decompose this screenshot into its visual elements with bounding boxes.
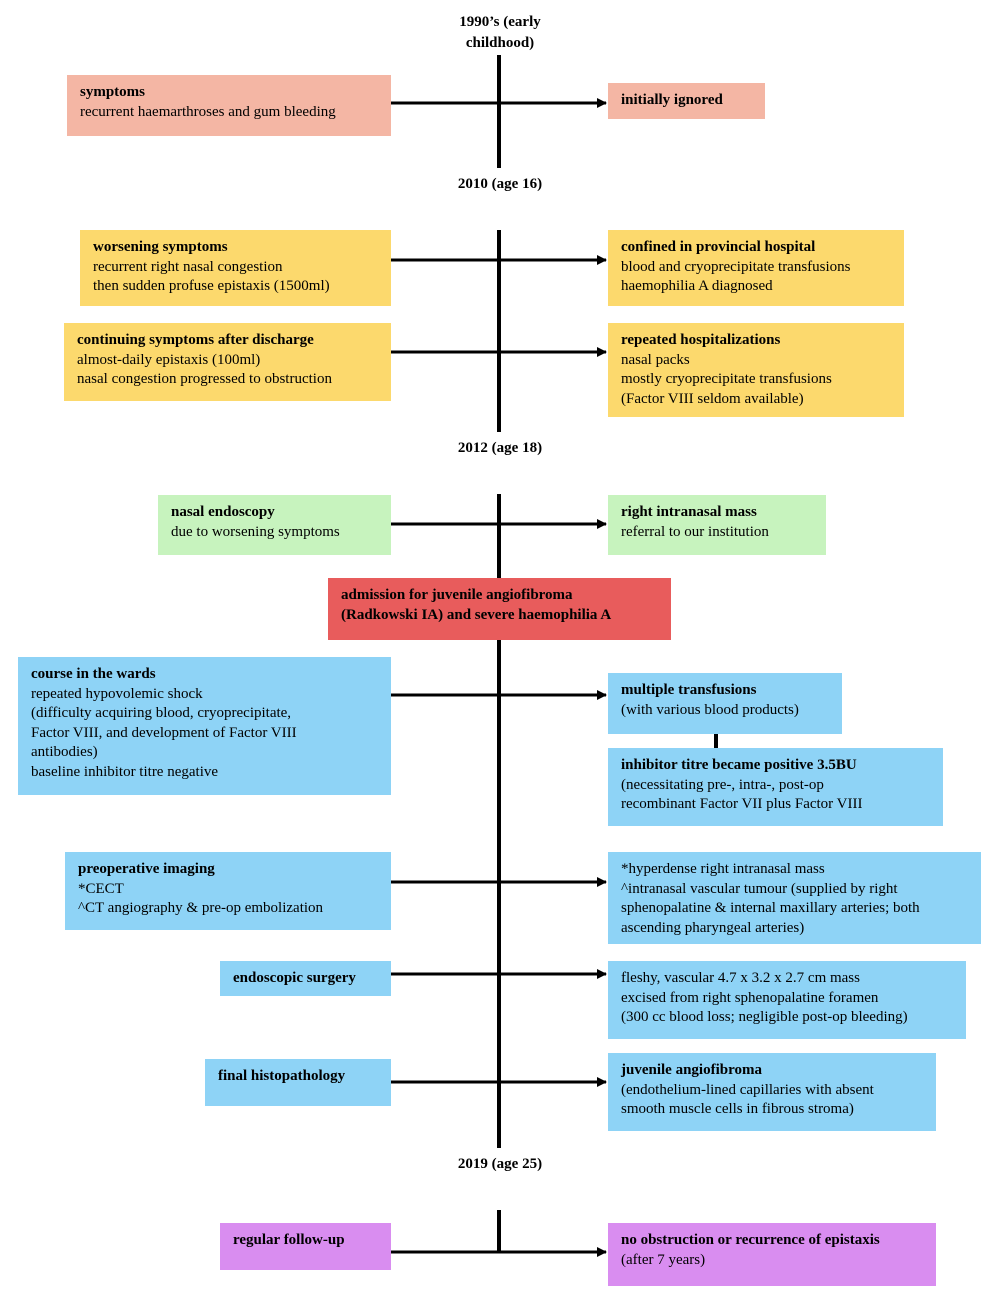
box-endoscopic-surgery: endoscopic surgery [220, 961, 391, 996]
box-title: right intranasal mass [621, 504, 757, 520]
box-course-in-wards: course in the wards repeated hypovolemic… [18, 657, 391, 795]
box-text: ^intranasal vascular tumour (supplied by… [621, 880, 898, 897]
box-text: smooth muscle cells in fibrous stroma) [621, 1101, 854, 1117]
box-text: recombinant Factor VII plus Factor VIII [621, 796, 863, 812]
box-text: recurrent haemarthroses and gum bleeding [80, 103, 336, 120]
box-multiple-transfusions: multiple transfusions (with various bloo… [608, 673, 842, 734]
date-year: 1990’s [459, 14, 500, 30]
box-confined-hospital: confined in provincial hospital blood an… [608, 230, 904, 306]
box-title: repeated hospitalizations [621, 332, 781, 348]
date-1990s: 1990’s (early childhood) [430, 12, 570, 54]
box-text: then sudden profuse epistaxis (1500ml) [93, 278, 330, 294]
date-year: 2019 [457, 1156, 488, 1172]
box-text: (Factor VIII seldom available) [621, 390, 804, 407]
box-title: continuing symptoms after discharge [77, 332, 314, 348]
box-intranasal-mass: right intranasal mass referral to our in… [608, 495, 826, 555]
box-text: sphenopalatine & internal maxillary arte… [621, 900, 920, 916]
box-title: final histopathology [218, 1068, 346, 1084]
box-text: (300 cc blood loss; negligible post-op b… [621, 1009, 908, 1025]
box-title: regular follow-up [233, 1232, 345, 1248]
box-text: fleshy, vascular 4.7 x 3.2 x 2.7 cm mass [621, 970, 860, 986]
box-text: excised from right sphenopalatine forame… [621, 989, 879, 1006]
box-text: nasal congestion progressed to obstructi… [77, 371, 332, 387]
box-repeated-hospitalizations: repeated hospitalizations nasal packs mo… [608, 323, 904, 417]
box-title: initially ignored [621, 92, 723, 108]
box-continuing-symptoms: continuing symptoms after discharge almo… [64, 323, 391, 401]
box-text: almost-daily epistaxis (100ml) [77, 351, 261, 368]
box-title: multiple transfusions [621, 682, 757, 698]
date-2019: 2019 (age 25) [430, 1154, 570, 1175]
box-text: (necessitating pre-, intra-, post-op [621, 776, 824, 793]
box-preoperative-imaging: preoperative imaging *CECT ^CT angiograp… [65, 852, 391, 930]
box-title-2: (Radkowski IA) and severe haemophilia A [341, 606, 612, 623]
box-title: confined in provincial hospital [621, 239, 816, 255]
box-text: blood and cryoprecipitate transfusions [621, 258, 851, 275]
box-text: mostly cryoprecipitate transfusions [621, 371, 832, 387]
box-text: haemophilia A diagnosed [621, 278, 773, 294]
date-label: (early childhood) [465, 14, 541, 51]
box-title: inhibitor titre became positive 3.5BU [621, 757, 857, 773]
box-text: nasal packs [621, 351, 690, 368]
date-year: 2012 [457, 440, 488, 456]
box-text: ascending pharyngeal arteries) [621, 919, 805, 936]
box-text: Factor VIII, and development of Factor V… [31, 724, 297, 741]
box-text: referral to our institution [621, 523, 769, 540]
box-title: no obstruction or recurrence of epistaxi… [621, 1232, 880, 1248]
box-text: (endothelium-lined capillaries with abse… [621, 1081, 874, 1098]
date-label: (age 18) [491, 440, 543, 456]
date-label: (age 25) [491, 1156, 543, 1172]
box-worsening-symptoms: worsening symptoms recurrent right nasal… [80, 230, 391, 306]
box-title: nasal endoscopy [171, 504, 275, 520]
box-title: preoperative imaging [78, 861, 215, 877]
date-2012: 2012 (age 18) [430, 438, 570, 459]
date-label: (age 16) [491, 176, 543, 192]
box-surgery-result: fleshy, vascular 4.7 x 3.2 x 2.7 cm mass… [608, 961, 966, 1039]
box-text: (after 7 years) [621, 1251, 706, 1268]
box-title: course in the wards [31, 666, 156, 682]
box-text: (with various blood products) [621, 701, 799, 718]
box-regular-followup: regular follow-up [220, 1223, 391, 1270]
box-text: due to worsening symptoms [171, 523, 340, 540]
box-symptoms: symptoms recurrent haemarthroses and gum… [67, 75, 391, 136]
box-initially-ignored: initially ignored [608, 83, 765, 119]
date-year: 2010 [457, 176, 488, 192]
box-text: *hyperdense right intranasal mass [621, 861, 825, 877]
box-imaging-findings: *hyperdense right intranasal mass ^intra… [608, 852, 981, 944]
box-title: symptoms [80, 84, 146, 100]
box-title: endoscopic surgery [233, 970, 356, 986]
box-final-histopathology: final histopathology [205, 1059, 391, 1106]
box-text: recurrent right nasal congestion [93, 258, 283, 275]
box-text: antibodies) [31, 744, 98, 760]
box-title: juvenile angiofibroma [621, 1062, 762, 1078]
box-text: ^CT angiography & pre-op embolization [78, 900, 324, 916]
horizontal-arrows [391, 98, 607, 1257]
box-text: *CECT [78, 880, 124, 897]
date-2010: 2010 (age 16) [430, 174, 570, 195]
box-admission: admission for juvenile angiofibroma (Rad… [328, 578, 671, 640]
box-nasal-endoscopy: nasal endoscopy due to worsening symptom… [158, 495, 391, 555]
box-inhibitor-titre: inhibitor titre became positive 3.5BU (n… [608, 748, 943, 826]
box-title: worsening symptoms [93, 239, 228, 255]
box-text: (difficulty acquiring blood, cryoprecipi… [31, 705, 292, 721]
box-text: baseline inhibitor titre negative [31, 763, 219, 780]
box-title: admission for juvenile angiofibroma [341, 587, 573, 603]
box-outcome: no obstruction or recurrence of epistaxi… [608, 1223, 936, 1286]
box-histopathology-result: juvenile angiofibroma (endothelium-lined… [608, 1053, 936, 1131]
box-text: repeated hypovolemic shock [31, 685, 203, 702]
